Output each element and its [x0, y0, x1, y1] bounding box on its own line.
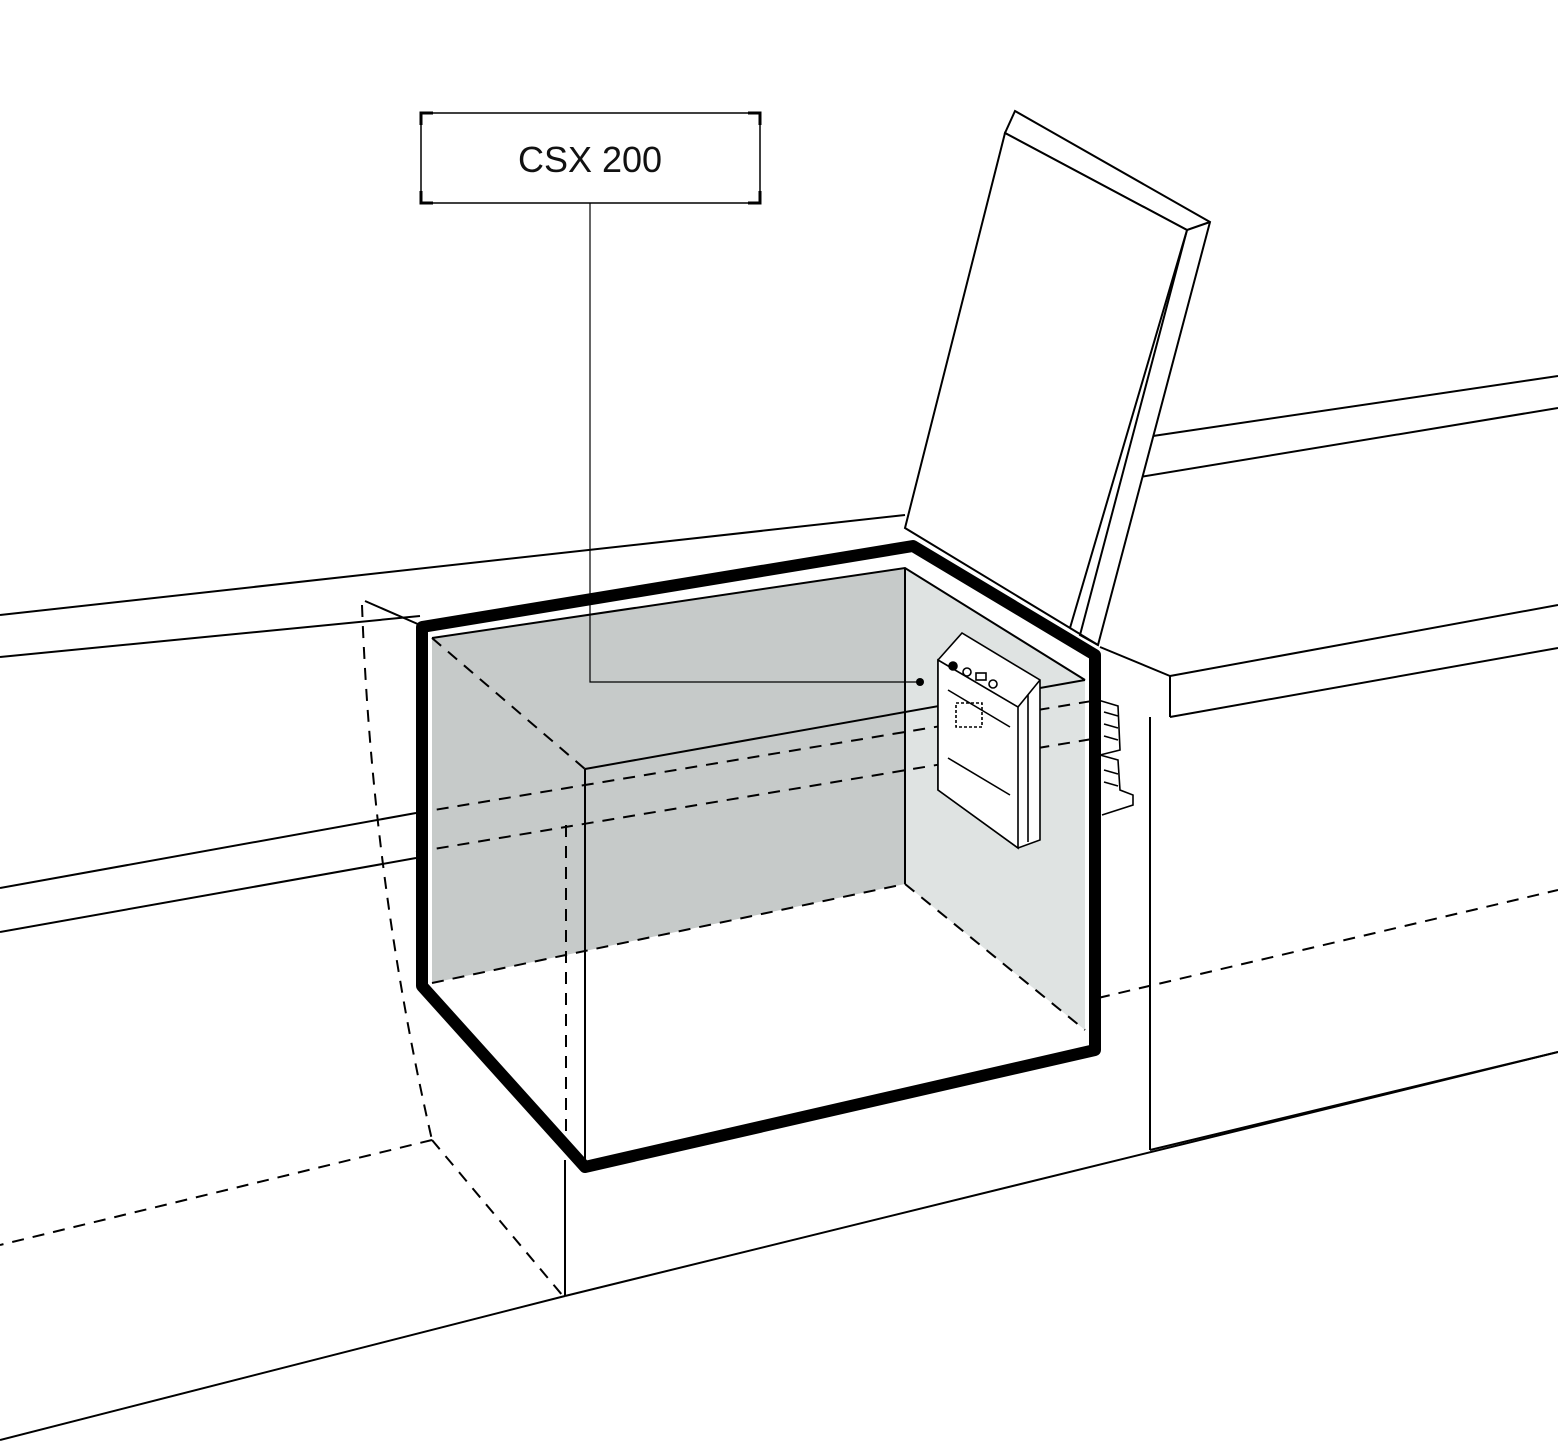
callout: CSX 200 — [419, 111, 924, 686]
open-lid — [903, 109, 1212, 647]
csx-200-unit — [937, 631, 1134, 850]
vent-grille — [955, 702, 983, 728]
leader-line — [589, 203, 920, 683]
box-outline — [416, 540, 1101, 1173]
callout-label: CSX 200 — [518, 139, 662, 180]
box-back-panel — [432, 568, 905, 983]
leader-dot — [916, 678, 924, 686]
callout-corner-marks — [419, 111, 762, 205]
indicator-light — [948, 661, 958, 671]
callout-box — [420, 112, 761, 204]
bench-structure — [0, 375, 1558, 1441]
mounting-bracket — [1097, 699, 1134, 816]
